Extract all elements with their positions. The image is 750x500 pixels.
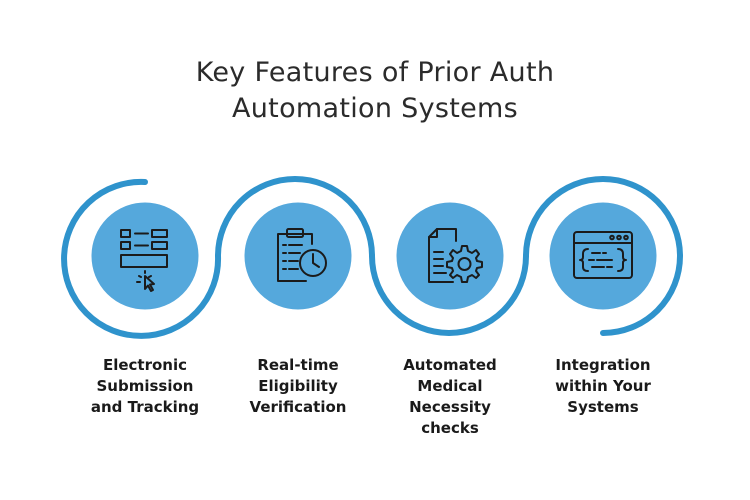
circle-2 bbox=[241, 199, 355, 313]
label-line: Real-time bbox=[257, 356, 339, 374]
label-line: Submission bbox=[96, 377, 194, 395]
document-gear-icon bbox=[428, 228, 483, 283]
label-line: Verification bbox=[249, 398, 347, 416]
label-line: within Your bbox=[555, 377, 651, 395]
circle-4 bbox=[546, 199, 660, 313]
label-line: Integration bbox=[555, 356, 651, 374]
arc-3 bbox=[369, 253, 529, 336]
clipboard-clock-icon bbox=[277, 228, 327, 282]
label-line: and Tracking bbox=[90, 398, 200, 416]
code-window-icon bbox=[573, 231, 633, 279]
arc-4 bbox=[523, 176, 683, 336]
page-title: Key Features of Prior Auth Automation Sy… bbox=[0, 55, 750, 127]
label-line: Electronic bbox=[102, 356, 188, 374]
feature-label-medical-necessity: Automated Medical Necessity checks bbox=[375, 355, 525, 439]
label-line: Medical bbox=[417, 377, 483, 395]
label-line: Eligibility bbox=[258, 377, 338, 395]
title-line-1: Key Features of Prior Auth bbox=[195, 57, 555, 88]
circle-3 bbox=[393, 199, 507, 313]
feature-label-electronic-submission: Electronic Submission and Tracking bbox=[70, 355, 220, 418]
label-line: checks bbox=[421, 419, 479, 437]
feature-label-eligibility-verification: Real-time Eligibility Verification bbox=[223, 355, 373, 418]
arc-1 bbox=[61, 178, 222, 339]
submission-form-icon bbox=[120, 229, 168, 292]
feature-label-integration: Integration within Your Systems bbox=[528, 355, 678, 418]
arc-2 bbox=[215, 176, 375, 259]
label-line: Necessity bbox=[409, 398, 491, 416]
title-line-2: Automation Systems bbox=[232, 93, 518, 124]
connecting-arcs bbox=[61, 176, 683, 339]
label-line: Systems bbox=[567, 398, 639, 416]
label-line: Automated bbox=[403, 356, 497, 374]
